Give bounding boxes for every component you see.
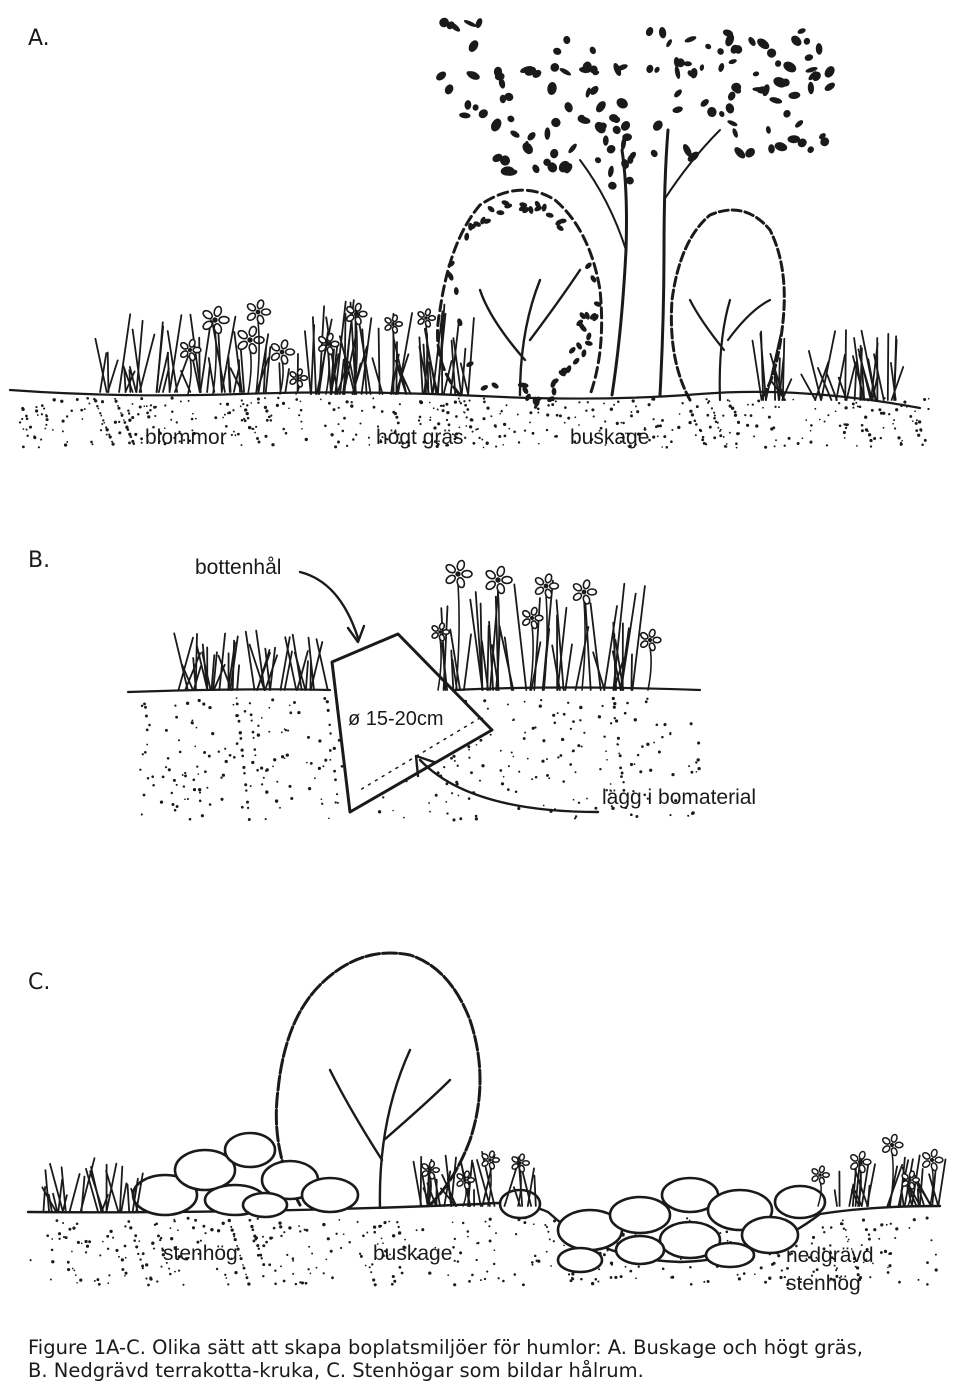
panel-b-letter: B. (28, 548, 51, 573)
panel-a-drawing (8, 17, 930, 449)
stone-piles (131, 1131, 827, 1274)
label-nest-material: lägg i bomaterial (602, 786, 757, 809)
tall-grass (94, 299, 905, 401)
label-stone-pile: stenhög (163, 1242, 238, 1265)
caption-line1: Figure 1A-C. Olika sätt att skapa boplat… (28, 1336, 863, 1359)
panel-a-soil (18, 396, 930, 449)
tree-canopy (436, 17, 835, 407)
label-buried-stone-pile: nedgrävd stenhög (786, 1242, 874, 1298)
flowers (179, 299, 437, 395)
label-tall-grass: högt gräs (376, 426, 464, 449)
arrow-nest-material (418, 758, 600, 814)
bush-center-outline (274, 951, 482, 1207)
label-diameter: ø 15-20cm (348, 708, 444, 730)
bush-left-outline (436, 188, 604, 397)
label-buried-line1: nedgrävd (786, 1244, 874, 1267)
panel-a-letter: A. (28, 26, 50, 51)
flowers-panel-c (421, 1133, 944, 1207)
label-shrub-c: buskage (373, 1242, 453, 1265)
label-bottom-hole: bottenhål (195, 556, 282, 579)
panel-c-letter: C. (28, 970, 51, 995)
figure-caption: Figure 1A-C. Olika sätt att skapa boplat… (28, 1336, 958, 1382)
label-shrubs: buskage (570, 426, 650, 449)
flowers-panel-b (431, 559, 662, 691)
panel-c-drawing (26, 951, 947, 1287)
label-flowers: blommor (145, 426, 227, 449)
panel-b-drawing (126, 559, 702, 822)
tree-trunk-right (658, 128, 670, 397)
bush-right-outline (669, 208, 786, 402)
terracotta-pot (330, 632, 494, 814)
caption-line2: B. Nedgrävd terrakotta-kruka, C. Stenhög… (28, 1359, 644, 1382)
panel-b-soil (139, 696, 701, 822)
arrow-bottom-hole (298, 570, 360, 640)
label-buried-line2: stenhög (786, 1272, 861, 1295)
